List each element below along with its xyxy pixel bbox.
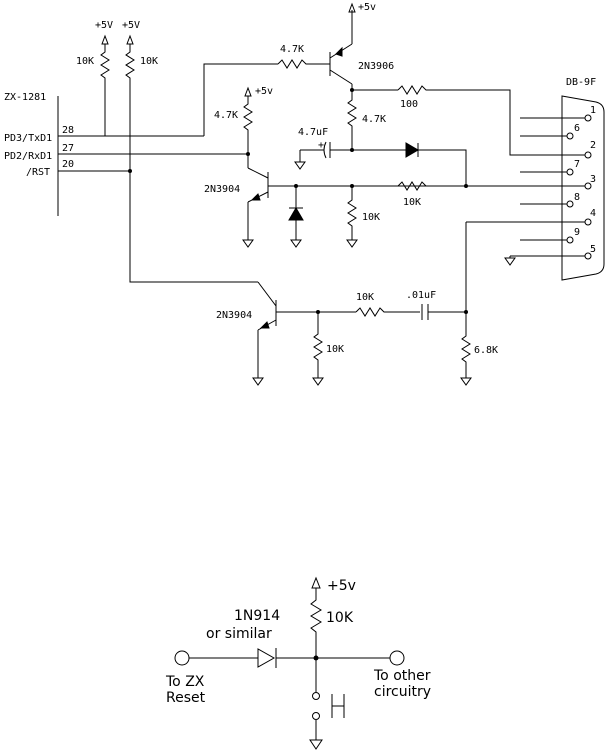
resistor-npn-emitter: [346, 186, 358, 248]
transistor-npn-b: [252, 281, 356, 386]
resistor-npn-b-base: [355, 307, 420, 317]
capacitor-electrolytic: +: [294, 140, 331, 170]
resistor-pullup-right: [125, 44, 135, 282]
svg-text:2: 2: [590, 140, 596, 151]
label-to-other: To other: [373, 668, 431, 684]
connector-pin-6: 6: [520, 123, 580, 140]
resistor-npn-collector-label: 4.7K: [214, 110, 238, 121]
resistor-68k-label: 6.8K: [474, 345, 498, 356]
resistor-npn-collector: [243, 96, 253, 168]
resistor-pnp-collector: [347, 90, 357, 150]
svg-text:6: 6: [574, 123, 580, 134]
connector-pin-7: 7: [520, 159, 580, 176]
capacitor-electrolytic-label: 4.7uF: [298, 127, 328, 138]
diode-bottom: [257, 648, 390, 668]
terminal-other-circuitry: [389, 650, 405, 666]
connector-pin-9: 9: [520, 227, 580, 244]
resistor-npn-emitter-label: 10K: [362, 212, 380, 223]
svg-text:7: 7: [574, 159, 580, 170]
wire-rst-down: [129, 171, 258, 283]
pushbutton-reset: [309, 658, 345, 750]
diode-bottom-label-1: 1N914: [234, 608, 280, 624]
supply-label-right: +5V: [122, 20, 140, 31]
resistor-npn-b-base-label: 10K: [356, 292, 374, 303]
transistor-pnp: [329, 10, 353, 90]
svg-text:3: 3: [590, 174, 596, 185]
capacitor-small: [421, 304, 466, 320]
supply-arrow-npn: [244, 86, 252, 97]
svg-text:9: 9: [574, 227, 580, 238]
resistor-bottom: [310, 588, 322, 658]
resistor-pnp-base-label: 4.7K: [280, 44, 304, 55]
resistor-pnp-collector-label: 4.7K: [362, 114, 386, 125]
connector-db9: [561, 95, 605, 281]
resistor-pullup-right-label: 10K: [140, 56, 158, 67]
connector-pin-2: 2: [562, 140, 596, 159]
ic-pin-number-rst: 20: [62, 159, 74, 170]
ic-pin-number-rxd: 27: [62, 143, 74, 154]
svg-text:+: +: [318, 140, 324, 151]
transistor-pnp-label: 2N3906: [358, 61, 394, 72]
ic-pin-number-txd: 28: [62, 125, 74, 136]
svg-text:5: 5: [590, 244, 596, 255]
resistor-pullup-left: [100, 44, 110, 136]
transistor-npn-b-label: 2N3904: [216, 310, 252, 321]
ic-pin-label-txd: PD3/TxD1: [4, 133, 52, 144]
supply-arrow-pnp: [348, 2, 356, 13]
supply-label-bottom: +5v: [327, 578, 356, 594]
resistor-npn-b-emitter-label: 10K: [326, 344, 344, 355]
svg-text:8: 8: [574, 192, 580, 203]
diode-bottom-label-2: or similar: [206, 626, 272, 642]
terminal-zx-reset: [174, 650, 190, 666]
transistor-npn-a-label: 2N3904: [204, 184, 240, 195]
label-reset: Reset: [166, 690, 206, 706]
supply-label-npn: +5v: [255, 86, 273, 97]
supply-arrow-bottom: [311, 576, 321, 589]
supply-label-left: +5V: [95, 20, 113, 31]
supply-arrow-right: [126, 34, 134, 45]
ground-connector: [504, 257, 516, 266]
resistor-pullup-left-label: 10K: [76, 56, 94, 67]
ic-pin-label-rst: /RST: [26, 167, 50, 178]
supply-label-pnp: +5v: [358, 2, 376, 13]
resistor-pin3-label: 10K: [403, 197, 421, 208]
ic-name: ZX-1281: [4, 92, 46, 103]
connector-pin-3: 3: [562, 174, 596, 190]
resistor-npn-b-emitter: [312, 312, 324, 386]
connector-name: DB-9F: [566, 77, 596, 88]
connector-pin-8: 8: [520, 192, 580, 208]
diode-top: [405, 142, 419, 158]
label-circuitry: circuitry: [374, 684, 431, 700]
resistor-bottom-label: 10K: [326, 610, 354, 626]
wire-txd-to-pnp: [203, 63, 278, 136]
capacitor-small-label: .01uF: [406, 290, 436, 301]
diode-clamp: [288, 186, 304, 248]
connector-pin-1: 1: [520, 105, 596, 122]
svg-text:4: 4: [590, 208, 596, 219]
resistor-100: [397, 85, 562, 156]
resistor-100-label: 100: [400, 99, 418, 110]
connector-pin-5: 5: [510, 244, 596, 260]
supply-arrow-left: [101, 34, 109, 45]
resistor-pin3: [397, 181, 427, 191]
ic-pin-label-rxd: PD2/RxD1: [4, 151, 52, 162]
resistor-68k: [460, 312, 472, 386]
svg-text:1: 1: [590, 105, 596, 116]
connector-pin-4: 4: [466, 208, 596, 226]
resistor-pnp-base: [277, 59, 330, 69]
label-to-zx: To ZX: [165, 674, 205, 690]
